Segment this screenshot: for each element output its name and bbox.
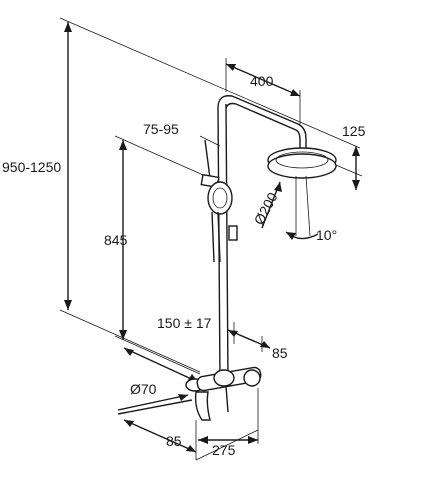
total-height-dimension bbox=[59, 17, 361, 373]
holder-range-label: 75-95 bbox=[143, 121, 179, 137]
head-tilt-dimension bbox=[261, 175, 319, 240]
hand-shower bbox=[200, 173, 238, 263]
tilt-angle-label: 10° bbox=[316, 227, 337, 243]
head-diameter-label: Ø200 bbox=[251, 189, 281, 227]
connection-spacing-dimension bbox=[123, 347, 199, 383]
escutcheon-diameter-dimension bbox=[117, 394, 193, 415]
riser-rail bbox=[217, 95, 307, 381]
mixer-depth-right-label: 85 bbox=[272, 345, 288, 361]
thermostatic-mixer bbox=[185, 366, 262, 421]
shower-head bbox=[267, 147, 337, 179]
holder-range-dimension bbox=[199, 135, 221, 179]
escutcheon-diameter-label: Ø70 bbox=[130, 381, 157, 397]
slider-height-dimension bbox=[114, 135, 211, 375]
arm-length-label: 400 bbox=[250, 73, 274, 89]
mixer-depth-label: 275 bbox=[212, 442, 236, 458]
mixer-depth-dimension bbox=[195, 388, 259, 461]
wall-offset-label: 85 bbox=[166, 433, 182, 449]
arm-length-dimension bbox=[225, 58, 301, 126]
total-height-label: 950-1250 bbox=[2, 159, 61, 175]
slider-height-label: 845 bbox=[104, 232, 128, 248]
wall-offset-dimension bbox=[123, 419, 197, 460]
connection-spacing-label: 150 ± 17 bbox=[157, 315, 212, 331]
head-drop-label: 125 bbox=[342, 123, 366, 139]
mixer-depth-right-dimension bbox=[227, 322, 271, 352]
